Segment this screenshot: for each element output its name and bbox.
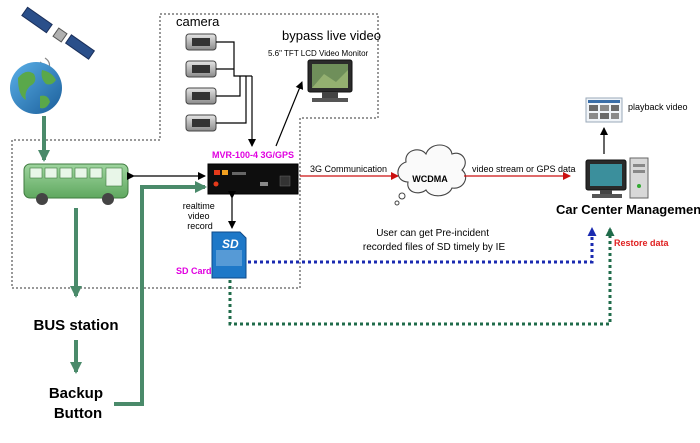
camera-icon [185, 60, 217, 78]
backup-button-label: Backup Button [49, 385, 107, 422]
arrow-backup-to-mvr [114, 181, 207, 406]
mvr-unit-icon [207, 163, 299, 195]
car-center-management-label: Car Center Management [556, 202, 700, 217]
camera-icon [185, 87, 217, 105]
playback-video-label: playback video [628, 102, 688, 112]
restore-data-dotted-line [228, 227, 615, 326]
computer-icon [585, 157, 649, 199]
camera-icon [185, 33, 217, 51]
bypass-live-video-label: bypass live video [282, 28, 381, 43]
camera-icon [185, 114, 217, 132]
playback-video-screen-icon [585, 97, 623, 123]
mvr-model-label: MVR-100-4 3G/GPS [212, 150, 294, 160]
ie-access-dotted-line [248, 227, 597, 264]
lcd-monitor-icon [307, 59, 353, 102]
wcdma-label: WCDMA [412, 174, 448, 184]
arrow-mvr-to-monitor [275, 81, 304, 147]
realtime-video-record-label: realtime video record [183, 201, 218, 231]
user-can-get-label: User can get Pre-incident recorded files… [363, 228, 506, 253]
wcdma-cloud-icon [394, 144, 467, 206]
vehicle-boundary [11, 13, 379, 289]
camera-label: camera [176, 14, 220, 29]
restore-data-label: Restore data [614, 238, 670, 248]
bus-station-label: BUS station [33, 317, 118, 334]
sd-card-label: SD Card [176, 266, 212, 276]
camera-group [185, 33, 217, 132]
video-stream-label: video stream or GPS data [472, 164, 576, 174]
bus-icon [23, 163, 129, 205]
globe-icon [10, 62, 62, 114]
sd-card-icon [211, 231, 247, 279]
monitor-spec-label: 5.6" TFT LCD Video Monitor [268, 49, 369, 58]
camera-wiring [216, 41, 256, 147]
sd-logo: SD [222, 237, 239, 251]
3g-communication-label: 3G Communication [310, 164, 387, 174]
